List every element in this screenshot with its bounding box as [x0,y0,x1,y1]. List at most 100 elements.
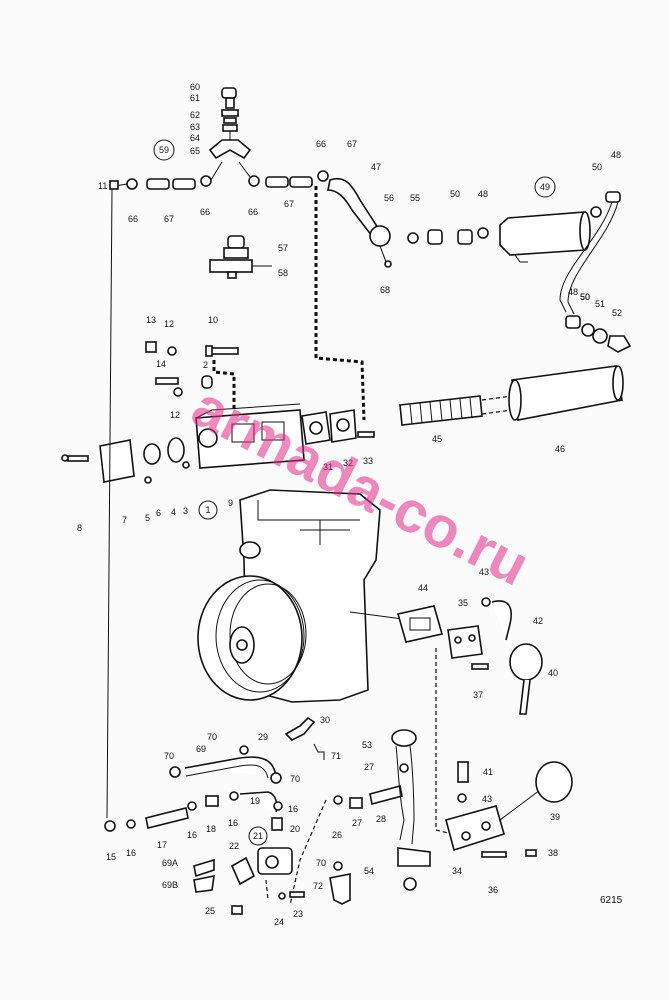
part-label: 70 [207,732,217,742]
hose-17-19 [104,791,283,832]
part-label: 16 [228,818,238,828]
part-label: 29 [258,732,268,742]
part-label: 30 [320,715,330,725]
part-label: 66 [248,207,258,217]
dashed-hose-route-upper [314,186,366,421]
part-label: 17 [157,840,167,850]
part-label: 44 [418,583,428,593]
pump-21 [193,847,305,915]
part-label: 10 [208,315,218,325]
part-label: 43 [482,794,492,804]
part-label: 48 [568,287,578,297]
part-label: 70 [316,858,326,868]
part-label: 48 [611,150,621,160]
part-label: 2 [203,360,208,370]
part-label: 3 [183,506,188,516]
fitting-29-30 [284,716,316,741]
pipe-42 [481,597,512,641]
part-label: 69B [162,880,178,890]
upper-hose-left [109,161,223,190]
tube-assembly-48-52 [565,315,632,353]
pump-housing-34 [445,761,573,858]
part-label: 63 [190,122,200,132]
part-label: 69A [162,858,178,868]
part-label: 23 [293,909,303,919]
vent-valve-assembly [208,87,252,160]
bracket-7 [61,437,190,484]
part-label: 18 [206,824,216,834]
part-label: 33 [363,456,373,466]
part-label: 35 [458,598,468,608]
elbow-hose-47 [327,178,392,268]
part-label: 50 [592,162,602,172]
part-label: 11 [98,181,107,191]
part-label: 62 [190,110,200,120]
circled-ref-49: 49 [534,176,556,198]
part-label: 50 [580,292,590,302]
part-label: 22 [229,841,239,851]
part-label: 56 [384,193,394,203]
part-label: 24 [274,917,284,927]
circled-ref-1: 1 [198,500,218,520]
part-label: 13 [146,315,156,325]
part-label: 64 [190,133,200,143]
part-label: 66 [316,139,326,149]
part-label: 28 [376,814,386,824]
part-label: 4 [171,507,176,517]
part-label: 68 [380,285,390,295]
flange-31-32 [301,409,375,445]
dashed-hose-route-middle [212,360,236,410]
hose-53-54 [391,729,431,891]
part-label: 51 [595,299,605,309]
part-label: 32 [343,458,353,468]
part-label: 50 [450,189,460,199]
part-label: 50 [580,292,590,302]
part-label: 43 [479,567,489,577]
part-label: 58 [278,268,288,278]
small-parts-12-14 [145,341,213,397]
part-label: 69 [196,744,206,754]
part-label: 37 [473,690,483,700]
clip-71 [313,743,325,760]
svg-text:21: 21 [253,831,263,841]
dashed-line-flange-to-pump [435,648,453,835]
part-label: 67 [164,214,174,224]
part-label: 16 [288,804,298,814]
flex-pipe-45 [399,395,513,426]
part-label: 45 [432,434,442,444]
part-label: 41 [483,767,493,777]
gauge-40 [509,643,543,715]
part-label: 65 [190,146,200,156]
part-label: 9 [228,498,233,508]
fitting-72 [329,861,351,905]
part-label: 14 [156,359,166,369]
part-label: 16 [126,848,136,858]
part-label: 19 [250,796,260,806]
part-label: 67 [284,199,294,209]
part-label: 40 [548,668,558,678]
part-label: 46 [555,444,565,454]
long-tube-11-15 [106,188,113,819]
part-label: 31 [323,462,333,472]
hose-69 [169,745,282,784]
part-label: 12 [170,410,180,420]
part-label: 70 [164,751,174,761]
part-label: 54 [364,866,374,876]
part-label: 6 [156,508,161,518]
part-label: 12 [164,319,174,329]
part-label: 38 [548,848,558,858]
fitting-26-28 [333,785,403,809]
drawing-code: 6215 [600,895,623,906]
circled-ref-59: 59 [153,139,175,161]
part-label: 70 [290,774,300,784]
part-label: 53 [362,740,372,750]
upper-hose-right [238,161,329,188]
flange-35 [447,625,483,659]
dashed-line-lower [265,879,269,901]
part-label: 27 [352,818,362,828]
bolt-37 [471,663,489,670]
part-label: 36 [488,885,498,895]
part-label: 57 [278,243,288,253]
